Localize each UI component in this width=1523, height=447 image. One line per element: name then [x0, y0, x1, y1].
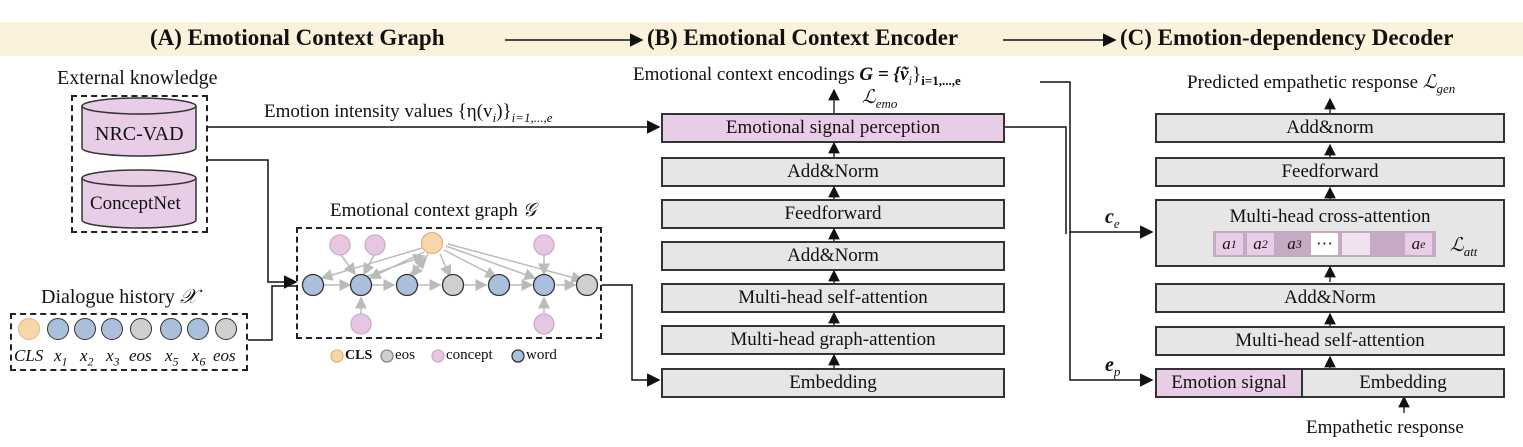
header-a: (A) Emotional Context Graph — [150, 25, 445, 50]
legend-word: word — [526, 347, 557, 363]
header-b: (B) Emotional Context Encoder — [647, 25, 959, 50]
encoder-add-norm-top-block: Add&Norm — [661, 157, 1005, 187]
decoder-add-norm-top-block: Add&norm — [1155, 113, 1505, 143]
decoder-embedding-block: Embedding — [1301, 368, 1505, 398]
loss-att: ℒatt — [1450, 235, 1478, 259]
encoder-embedding-block: Embedding — [661, 368, 1005, 398]
intensity-label: Emotion intensity values {η(vi)}i=1,...,… — [264, 101, 553, 125]
dialogue-history-frame — [10, 313, 248, 371]
ep-label: ep — [1105, 354, 1121, 379]
token-x1-label: x1 — [54, 346, 68, 369]
token-cls-label: CLS — [14, 346, 44, 365]
decoder-feedforward-block: Feedforward — [1155, 157, 1505, 187]
decoder-add-norm-block: Add&Norm — [1155, 283, 1505, 313]
empathetic-response-input: Empathetic response — [1306, 417, 1464, 438]
graph-title: Emotional context graph 𝒢 — [330, 200, 537, 221]
token-x2-label: x2 — [80, 346, 94, 369]
token-eos-label: eos — [129, 346, 152, 365]
legend-cls: CLS — [345, 348, 373, 363]
decoder-self-attention-block: Multi-head self-attention — [1155, 326, 1505, 356]
attn-cell-dots: ··· — [1311, 233, 1338, 255]
predicted-response-label: Predicted empathetic response ℒgen — [1187, 72, 1456, 96]
graph-frame — [296, 227, 602, 339]
token-eos-circle — [130, 318, 152, 340]
token-eos2-circle — [215, 318, 237, 340]
external-knowledge-label: External knowledge — [57, 67, 218, 89]
token-x1-circle — [47, 318, 69, 340]
external-knowledge-frame — [71, 95, 208, 233]
token-x6-label: x6 — [192, 346, 206, 369]
token-x5-circle — [160, 318, 182, 340]
encoder-self-attention-block: Multi-head self-attention — [661, 283, 1005, 313]
token-cls-circle — [18, 318, 40, 340]
header-banner — [0, 22, 1523, 56]
token-x5-label: x5 — [165, 346, 179, 369]
loss-emo: ℒemo — [862, 87, 898, 111]
header-c: (C) Emotion-dependency Decoder — [1120, 25, 1454, 50]
nrc-vad-label: NRC-VAD — [95, 123, 184, 145]
token-x2-circle — [74, 318, 96, 340]
encoder-add-norm-block: Add&Norm — [661, 241, 1005, 271]
emotion-signal-block: Emotion signal — [1155, 368, 1303, 398]
token-x3-circle — [101, 318, 123, 340]
token-eos2-label: eos — [213, 346, 236, 365]
legend-concept: concept — [446, 347, 493, 363]
attn-cell-blank — [1342, 233, 1370, 255]
ce-label: ce — [1105, 206, 1120, 231]
dialogue-history-title: Dialogue history 𝒳 — [41, 286, 198, 308]
token-x3-label: x3 — [106, 346, 120, 369]
emotional-signal-perception-block: Emotional signal perception — [661, 113, 1005, 143]
legend-eos: eos — [395, 347, 415, 363]
encoder-graph-attention-block: Multi-head graph-attention — [661, 325, 1005, 355]
encoder-feedforward-block: Feedforward — [661, 199, 1005, 229]
token-x6-circle — [187, 318, 209, 340]
conceptnet-label: ConceptNet — [90, 193, 181, 214]
encodings-label: Emotional context encodings G = {ṽi}i=1,… — [633, 64, 961, 88]
